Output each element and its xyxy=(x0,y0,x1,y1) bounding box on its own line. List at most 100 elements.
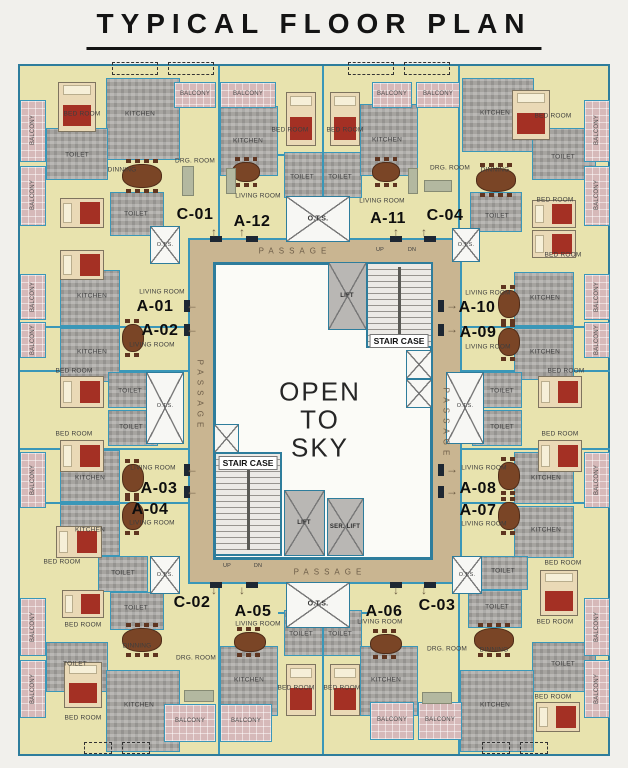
dining-table-icon xyxy=(474,623,514,657)
dinning-label: DINNING xyxy=(122,642,152,650)
open-balcony-outline xyxy=(168,62,214,75)
balcony-block xyxy=(20,660,46,718)
balcony-block xyxy=(416,82,460,108)
dining-table-icon xyxy=(498,285,520,323)
open-to-sky-line2: TO xyxy=(300,404,340,435)
balcony-block xyxy=(20,598,46,656)
toilet-label: TOILET xyxy=(119,423,143,431)
ots-label: O.T.S. xyxy=(156,403,174,409)
dining-table-icon xyxy=(372,157,400,187)
wall xyxy=(20,502,188,504)
bed-icon xyxy=(538,376,582,408)
dining-table-icon xyxy=(122,459,144,497)
toilet-label: TOILET xyxy=(485,603,509,611)
toilet-block xyxy=(98,556,148,592)
balcony-block xyxy=(584,452,610,508)
ots-duct xyxy=(452,556,482,594)
open-balcony-outline xyxy=(520,742,548,754)
bedroom-label: BED ROOM xyxy=(277,684,315,692)
dining-table-icon xyxy=(234,627,266,657)
dining-table-icon xyxy=(498,323,520,361)
door-jamb xyxy=(184,324,190,336)
toilet-label: TOILET xyxy=(551,660,575,668)
sofa-icon xyxy=(422,692,452,704)
ots-label: O.T.S. xyxy=(456,403,474,409)
sofa-icon xyxy=(226,168,236,194)
toilet-block xyxy=(110,192,164,236)
toilet-label: TOILET xyxy=(490,387,514,395)
bed-icon xyxy=(60,440,104,472)
entry-arrow-right-icon: → xyxy=(446,462,458,476)
toilet-block xyxy=(470,192,522,232)
toilet-label: TOILET xyxy=(118,387,142,395)
toilet-label: TOILET xyxy=(65,151,89,159)
ots-duct xyxy=(286,582,350,628)
entry-arrow-left-icon: ← xyxy=(186,298,198,312)
unit-label-a07: A-07 xyxy=(459,502,497,519)
balcony-block xyxy=(20,166,46,226)
unit-label-a04: A-04 xyxy=(131,501,169,518)
balcony-block xyxy=(584,166,610,226)
unit-label-a09: A-09 xyxy=(459,324,497,341)
kitchen-block xyxy=(106,78,180,160)
balcony-block xyxy=(220,82,276,108)
bedroom-label: BED ROOM xyxy=(541,430,579,438)
bedroom-label: BED ROOM xyxy=(43,558,81,566)
balcony-label: BALCONY xyxy=(594,179,600,211)
unit-label-a01: A-01 xyxy=(136,298,174,315)
bed-icon xyxy=(64,662,102,708)
balcony-label: BALCONY xyxy=(594,281,600,313)
kitchen-label: KITCHEN xyxy=(372,136,402,144)
kitchen-block xyxy=(220,646,278,716)
toilet-label: TOILET xyxy=(485,212,509,220)
duct xyxy=(406,350,432,379)
entry-arrow-left-icon: ← xyxy=(186,484,198,498)
living-room-label: LIVING ROOM xyxy=(461,520,507,528)
wall xyxy=(462,326,610,328)
entry-arrow-left-icon: ← xyxy=(186,322,198,336)
balcony-block xyxy=(20,322,46,358)
duct xyxy=(406,379,432,408)
unit-label-c04: C-04 xyxy=(426,207,464,224)
drg-room-label: DRG. ROOM xyxy=(175,654,217,662)
balcony-label: BALCONY xyxy=(594,324,600,356)
toilet-label: TOILET xyxy=(290,173,314,181)
bedroom-label: BED ROOM xyxy=(544,251,582,259)
dining-table-icon xyxy=(122,159,162,193)
door-jamb xyxy=(424,582,436,588)
ots-label: O.T.S. xyxy=(307,215,329,223)
up-label: UP xyxy=(222,563,232,569)
passage-label: PASSAGE xyxy=(293,567,367,577)
entry-arrow-down-icon: ↓ xyxy=(211,583,217,597)
unit-label-c03: C-03 xyxy=(418,597,456,614)
dining-table-icon xyxy=(232,157,260,187)
duct xyxy=(214,424,239,453)
entry-arrow-up-icon: ↑ xyxy=(211,225,217,239)
balcony-label: BALCONY xyxy=(376,91,408,97)
unit-label-a02: A-02 xyxy=(141,322,179,339)
kitchen-block xyxy=(460,670,534,752)
entry-arrow-up-icon: ↑ xyxy=(239,225,245,239)
toilet-label: TOILET xyxy=(551,153,575,161)
door-jamb xyxy=(438,486,444,498)
balcony-block xyxy=(584,100,610,162)
service-lift xyxy=(327,498,364,556)
bedroom-label: BED ROOM xyxy=(547,367,585,375)
door-jamb xyxy=(184,486,190,498)
entry-arrow-up-icon: ↑ xyxy=(421,225,427,239)
door-jamb xyxy=(390,582,402,588)
door-jamb xyxy=(210,236,222,242)
page-title: TYPICAL FLOOR PLAN xyxy=(86,8,542,50)
entry-arrow-left-icon: ← xyxy=(186,462,198,476)
ots-label: O.T.S. xyxy=(457,242,475,248)
wall xyxy=(20,326,188,328)
ots-duct xyxy=(452,228,480,262)
drg-room-label: DRG. ROOM xyxy=(429,164,471,172)
balcony-block xyxy=(20,452,46,508)
living-room-label: LIVING ROOM xyxy=(357,618,403,626)
passage-label: PASSAGE xyxy=(441,387,451,461)
entry-arrow-right-icon: → xyxy=(446,484,458,498)
kitchen-label: KITCHEN xyxy=(77,292,107,300)
kitchen-label: KITCHEN xyxy=(125,110,155,118)
wall xyxy=(20,448,188,450)
